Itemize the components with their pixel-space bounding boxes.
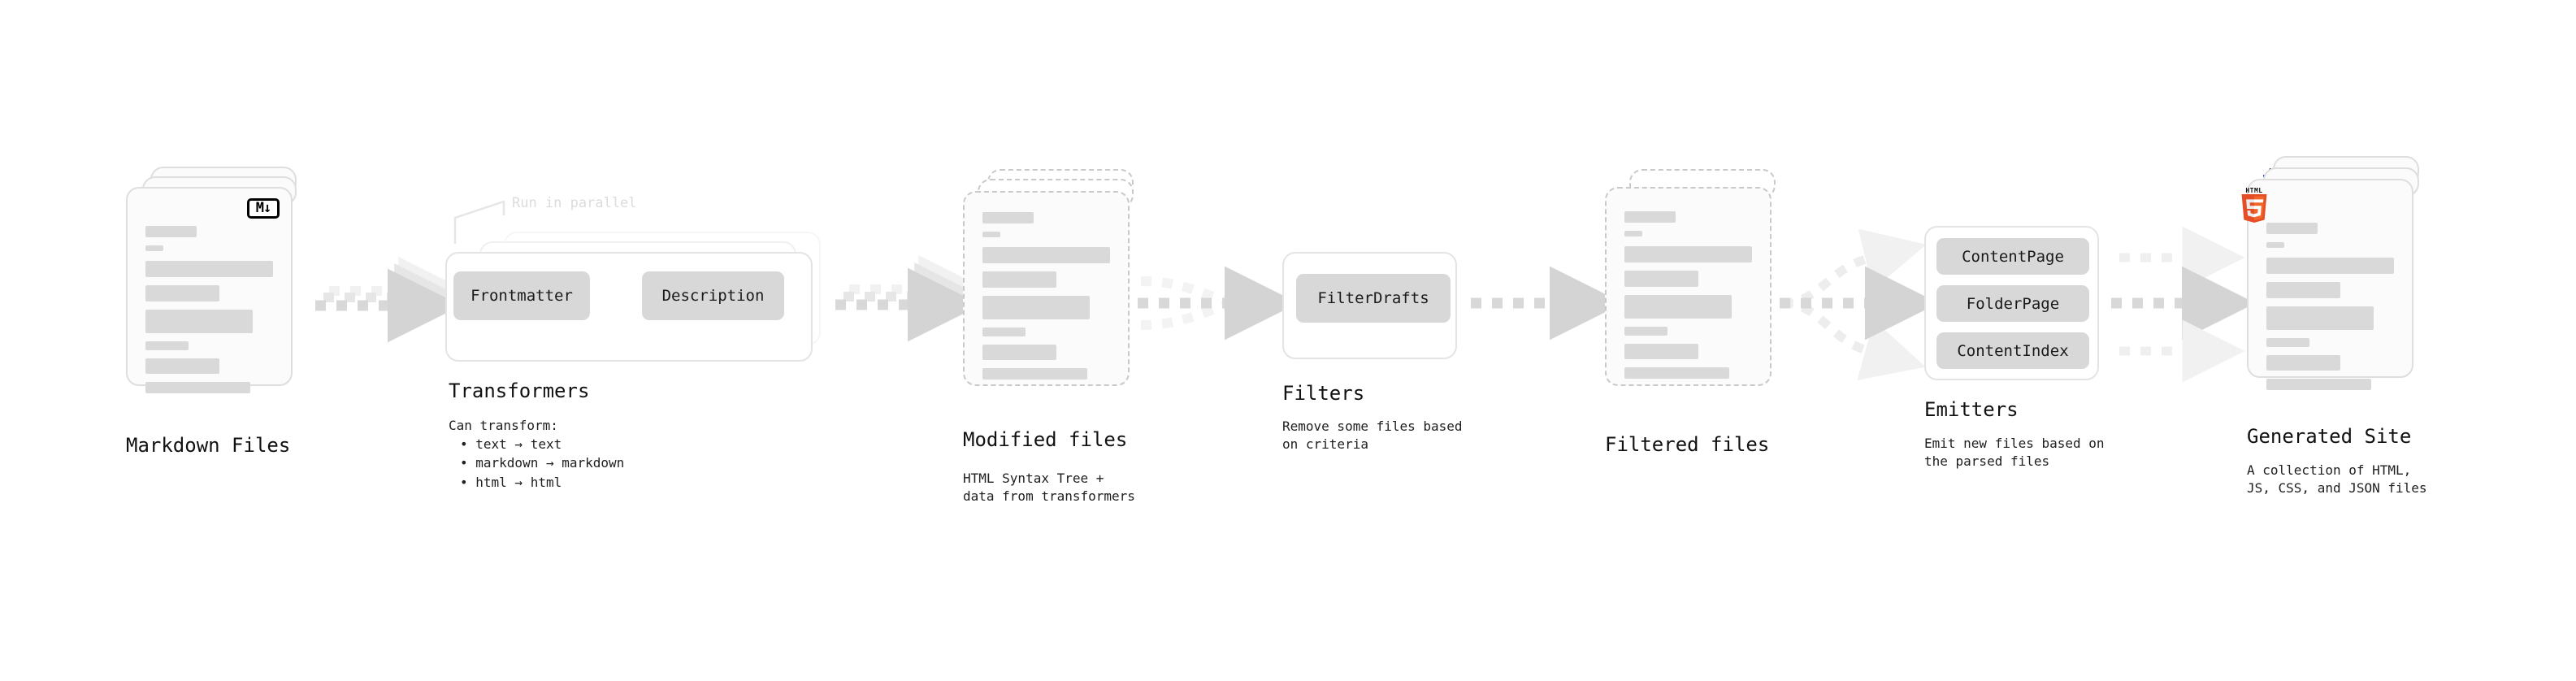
modified-files-stack [963, 167, 1158, 410]
transformers-bullet-2: • html → html [460, 474, 562, 490]
generated-site-description: A collection of HTML, JS, CSS, and JSON … [2247, 462, 2427, 496]
emitter-chip-folderpage[interactable]: FolderPage [1936, 285, 2089, 322]
transformers-stack: Frontmatter Description [445, 207, 827, 362]
transformer-group-front: Frontmatter Description [445, 252, 813, 362]
markdown-icon: M↓ [247, 198, 280, 219]
site-card-html: HTML [2241, 179, 2413, 390]
transformers-bullet-0: • text → text [460, 436, 562, 453]
emitters-description: Emit new files based on the parsed files [1924, 436, 2105, 469]
filtered-card-skeleton [1624, 211, 1752, 387]
markdown-card-skeleton [145, 226, 273, 401]
emitter-chip-contentindex[interactable]: ContentIndex [1936, 332, 2089, 369]
connector-emitters-to-site [2111, 226, 2256, 383]
html5-shield [2241, 194, 2267, 223]
generated-site-stack: CSS HTML [2241, 156, 2458, 408]
transformer-chip-frontmatter[interactable]: Frontmatter [453, 271, 590, 320]
connector-transformers-to-modified [835, 255, 987, 342]
transformer-chip-description[interactable]: Description [642, 271, 784, 320]
modified-card-front [963, 191, 1130, 386]
markdown-files-stack: M↓ [126, 167, 321, 410]
html5-icon: HTML [2239, 187, 2270, 223]
transformers-description: Can transform: • text → text • markdown … [449, 416, 624, 492]
filtered-files-title: Filtered files [1605, 433, 1770, 456]
filters-description: Remove some files based on criteria [1282, 419, 1463, 452]
filter-chip-filterdrafts[interactable]: FilterDrafts [1296, 274, 1451, 323]
filters-group: FilterDrafts [1282, 252, 1457, 359]
connector-markdown-to-transformers [315, 257, 467, 343]
emitters-group: ContentPage FolderPage ContentIndex [1924, 226, 2099, 380]
filters-title: Filters [1282, 382, 1365, 405]
generated-site-title: Generated Site [2247, 425, 2412, 448]
transformers-bullet-1: • markdown → markdown [460, 455, 625, 471]
transformers-title: Transformers [449, 380, 590, 402]
filtered-card-front [1605, 187, 1772, 386]
run-in-parallel-annotation: Run in parallel [512, 195, 637, 211]
modified-card-skeleton [982, 212, 1110, 388]
filtered-files-stack [1605, 167, 1800, 410]
markdown-files-title: Markdown Files [126, 434, 291, 457]
modified-files-description: HTML Syntax Tree + data from transformer… [963, 471, 1135, 504]
modified-files-title: Modified files [963, 428, 1128, 451]
transformers-intro: Can transform: [449, 418, 558, 433]
site-card-skeleton [2266, 223, 2394, 398]
markdown-card-front: M↓ [126, 187, 293, 393]
emitters-title: Emitters [1924, 398, 2019, 421]
emitter-chip-contentpage[interactable]: ContentPage [1936, 238, 2089, 275]
